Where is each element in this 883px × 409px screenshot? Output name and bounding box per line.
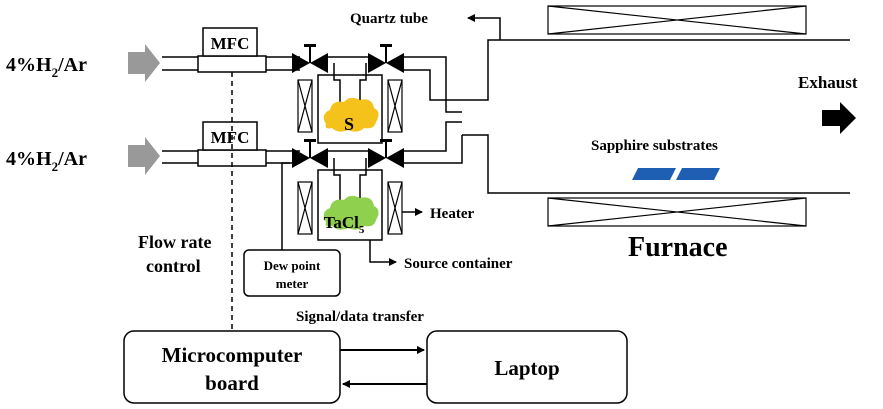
furnace-block-bottom: [547, 197, 807, 227]
tacl5-container: TaCl5: [317, 169, 383, 241]
tacl5-cloud: [323, 195, 379, 230]
tacl5-label-sub: 5: [359, 224, 365, 236]
tacl5-label: TaCl: [324, 213, 360, 232]
sulfur-container: S: [317, 74, 383, 144]
valve-bottom-2: [368, 139, 404, 168]
quartz-tube-label: Quartz tube: [350, 11, 428, 27]
valve-top-1: [292, 44, 328, 73]
quartz-tube-pointer: [467, 14, 501, 40]
source-container-label: Source container: [404, 256, 513, 272]
tacl5-heater-right: [387, 181, 403, 235]
valve-bottom-1: [292, 139, 328, 168]
laptop-label: Laptop: [494, 356, 559, 380]
microcomputer-board: Microcomputer board: [123, 330, 341, 404]
dew-point-label-line1: Dew point: [264, 258, 321, 273]
inlet-label-top-tail: /Ar: [57, 54, 87, 76]
furnace-block-top: [547, 5, 807, 35]
exhaust-arrow: [822, 102, 856, 134]
inlet-label-top: 4%H: [6, 54, 52, 76]
mfc-bottom-label: MFC: [211, 128, 250, 147]
tacl5-heater-left: [297, 181, 313, 235]
dew-point-label-line2: meter: [276, 276, 309, 291]
substrate-1: [632, 168, 676, 180]
gas-inlet-bottom: 4%H2/Ar: [6, 137, 160, 175]
sulfur-heater-left: [297, 79, 313, 133]
heater-label: Heater: [430, 206, 474, 222]
gas-inlet-top: 4%H2/Ar: [6, 44, 160, 82]
furnace-label: Furnace: [628, 232, 728, 263]
sulfur-label: S: [344, 114, 354, 134]
pipes-valve-connections: [245, 56, 463, 266]
quartz-tube: [462, 39, 850, 194]
valve-top-2: [368, 44, 404, 73]
mfc-top: MFC: [197, 27, 267, 73]
source-container-pointer: [369, 240, 397, 266]
flow-rate-label-line2: control: [146, 256, 201, 276]
inlet-arrow-top: [128, 44, 160, 82]
microcomputer-label-line1: Microcomputer: [162, 343, 303, 367]
sulfur-heater-right: [387, 79, 403, 133]
mfc-top-label: MFC: [211, 34, 250, 53]
microcomputer-label-line2: board: [205, 371, 259, 395]
inlet-label-bottom-tail: /Ar: [57, 148, 87, 170]
svg-text:4%H2/Ar: 4%H2/Ar: [6, 148, 87, 174]
laptop: Laptop: [426, 330, 628, 404]
flow-rate-label-line1: Flow rate: [138, 232, 211, 252]
inlet-label-bottom: 4%H: [6, 148, 52, 170]
exhaust-label: Exhaust: [798, 73, 858, 92]
inlet-label-top-sub: 2: [52, 65, 59, 80]
inlet-arrow-bottom: [128, 137, 160, 175]
signal-label: Signal/data transfer: [296, 309, 424, 325]
svg-text:4%H2/Ar: 4%H2/Ar: [6, 54, 87, 80]
substrate-2: [676, 168, 720, 180]
svg-text:TaCl5: TaCl5: [324, 213, 365, 236]
sapphire-label: Sapphire substrates: [591, 138, 718, 154]
inlet-label-bottom-sub: 2: [52, 159, 59, 174]
mfc-bottom: MFC: [197, 121, 267, 167]
dew-point-meter: Dew point meter: [243, 249, 341, 297]
sulfur-cloud: [323, 97, 379, 132]
